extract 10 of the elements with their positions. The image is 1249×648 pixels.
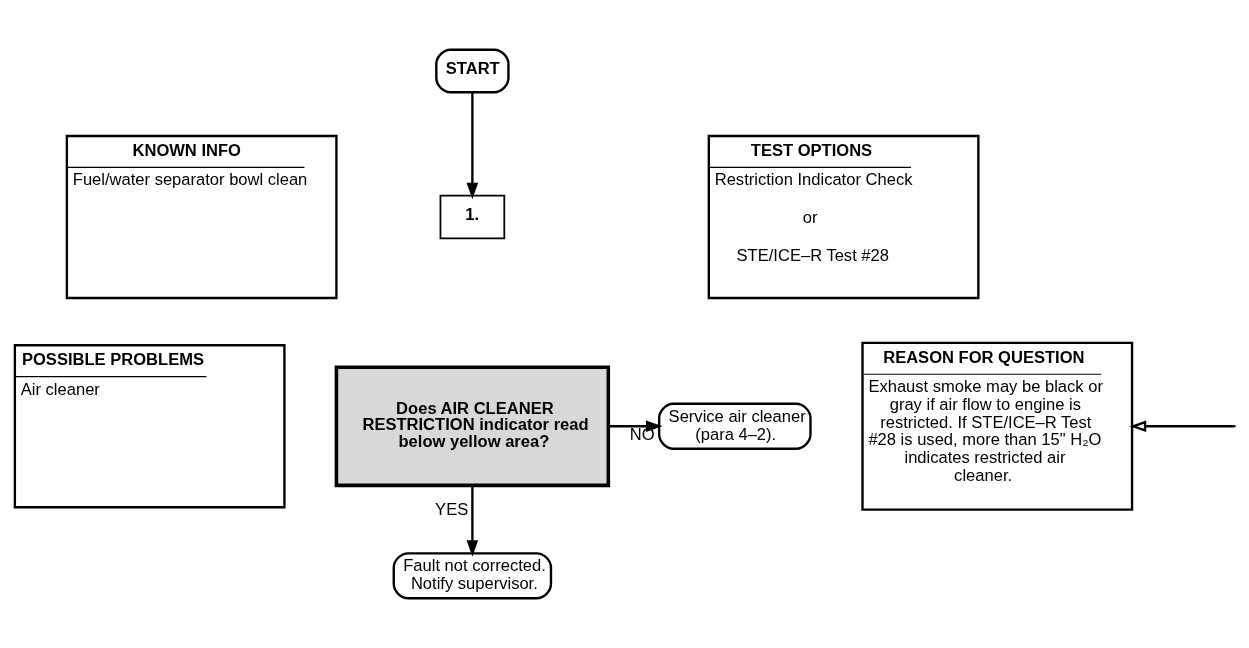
node-box: 1.	[439, 194, 506, 240]
arrow	[1129, 420, 1235, 433]
node-box: Service air cleaner (para 4–2).	[658, 402, 812, 450]
node-box: Does AIR CLEANER RESTRICTION indicator read below yellow area?	[334, 365, 611, 488]
node-box: START	[435, 48, 510, 94]
edge-label: YES	[435, 499, 469, 519]
node-box: Fault not corrected. Notify supervisor.	[392, 552, 553, 600]
arrow	[608, 420, 663, 433]
arrow	[466, 92, 479, 200]
arrow	[466, 485, 479, 557]
